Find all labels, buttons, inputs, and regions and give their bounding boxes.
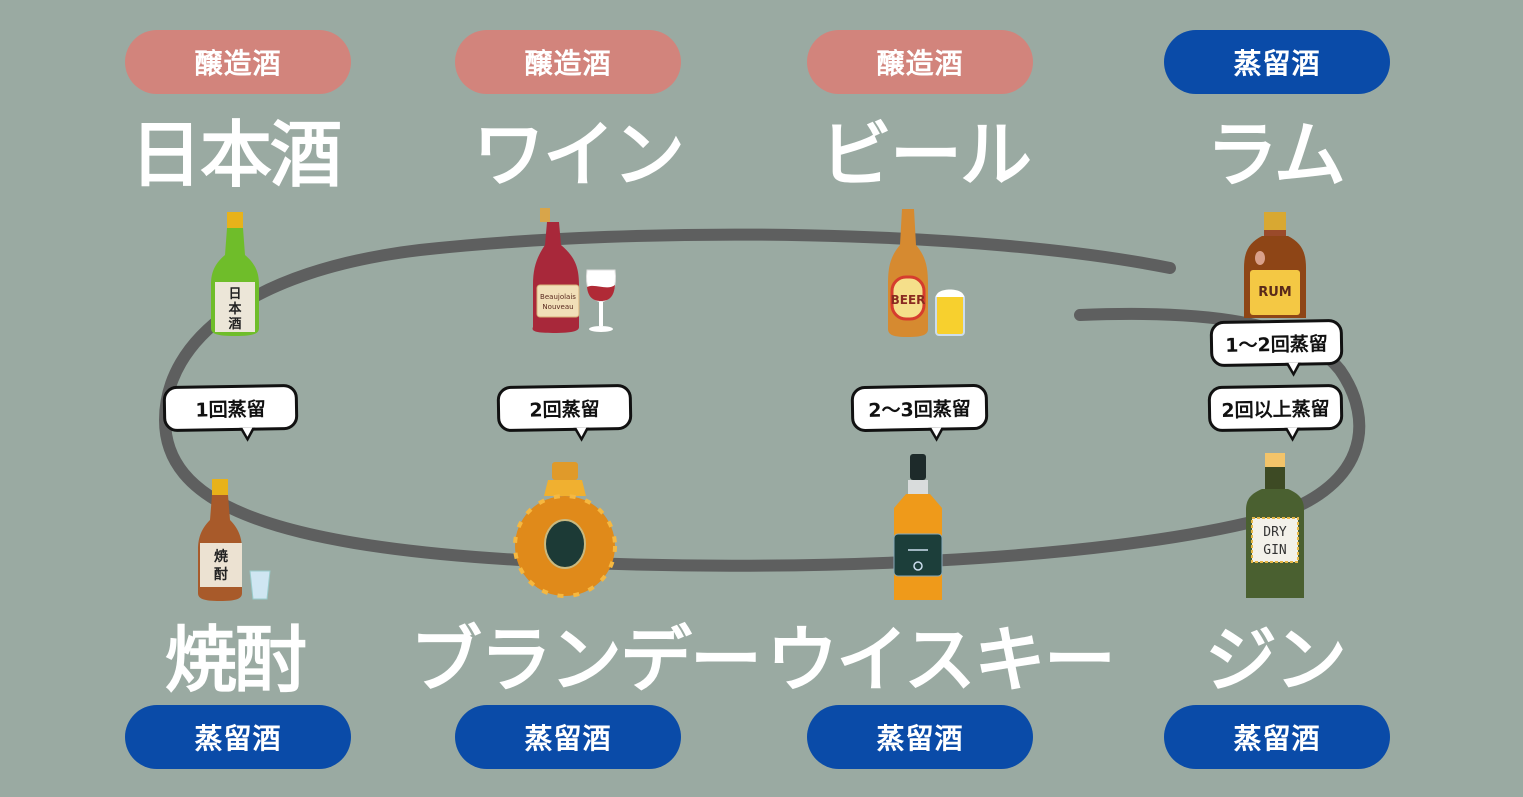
beer-bottle-glass-icon: BEER	[888, 209, 965, 337]
drink-title-brandy: ブランデー	[409, 618, 762, 702]
svg-text:日: 日	[228, 287, 241, 302]
category-pill-distilled: 蒸留酒	[1164, 705, 1390, 769]
svg-text:酎: 酎	[214, 566, 228, 583]
drink-title-whisky: ウイスキー	[766, 618, 1116, 702]
speech-bubble-shochu-distillation: 1回蒸留	[162, 383, 299, 433]
category-pill-distilled: 蒸留酒	[455, 705, 681, 769]
category-pill-brewed: 醸造酒	[807, 30, 1033, 94]
category-pill-brewed: 醸造酒	[125, 30, 351, 94]
svg-text:酒: 酒	[228, 317, 241, 332]
drink-title-sake: 日本酒	[129, 113, 342, 197]
speech-bubble-brandy-distillation: 2回蒸留	[496, 383, 633, 433]
svg-text:BEER: BEER	[891, 293, 926, 307]
category-pill-distilled: 蒸留酒	[125, 705, 351, 769]
brandy-bottle-icon	[513, 462, 617, 598]
shochu-bottle-glass-icon: 焼 酎	[198, 479, 271, 601]
speech-bubble-whisky-distillation: 2〜3回蒸留	[850, 383, 989, 433]
gin-bottle-icon: DRY GIN	[1246, 453, 1304, 598]
drink-title-shochu: 焼酎	[164, 618, 307, 702]
wine-bottle-glass-icon: Beaujolais Nouveau	[532, 208, 616, 333]
drink-title-wine: ワイン	[472, 113, 685, 197]
svg-text:DRY: DRY	[1263, 525, 1287, 540]
svg-text:焼: 焼	[214, 548, 228, 565]
drink-title-beer: ビール	[819, 113, 1032, 197]
svg-text:GIN: GIN	[1263, 543, 1286, 558]
svg-text:Beaujolais: Beaujolais	[540, 293, 576, 301]
svg-text:Nouveau: Nouveau	[542, 303, 573, 311]
rum-bottle-icon: RUM	[1244, 212, 1306, 318]
category-pill-distilled: 蒸留酒	[807, 705, 1033, 769]
speech-bubble-rum-distillation: 1〜2回蒸留	[1209, 318, 1344, 368]
speech-bubble-gin-distillation: 2回以上蒸留	[1207, 383, 1344, 433]
whisky-bottle-icon	[893, 454, 943, 600]
category-pill-brewed: 醸造酒	[455, 30, 681, 94]
svg-text:本: 本	[228, 301, 241, 317]
drink-title-rum: ラム	[1206, 113, 1346, 197]
svg-text:RUM: RUM	[1258, 285, 1292, 300]
sake-bottle-icon: 日 本 酒	[211, 212, 259, 336]
category-pill-distilled: 蒸留酒	[1164, 30, 1390, 94]
drink-title-gin: ジン	[1204, 618, 1347, 702]
